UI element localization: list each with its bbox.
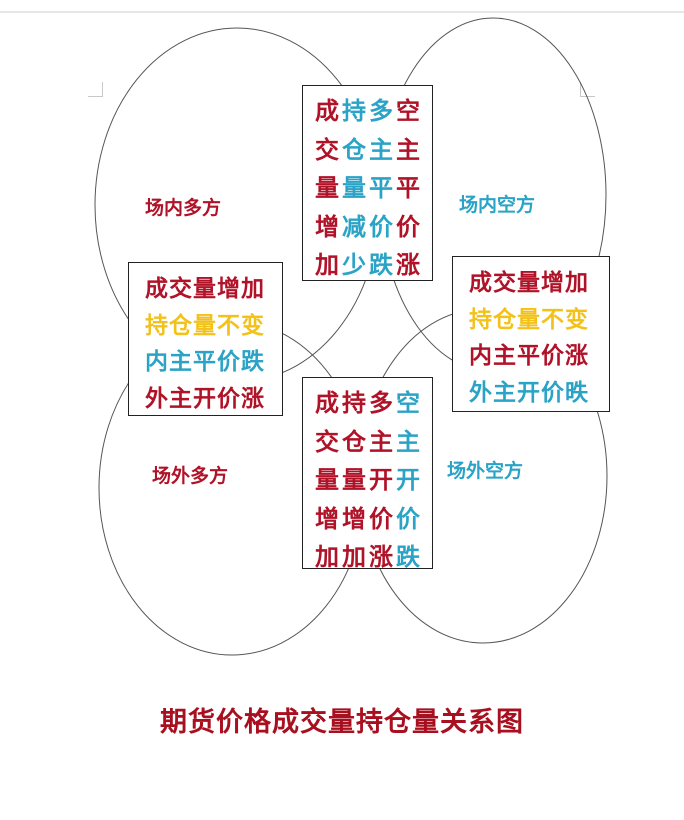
label-outer-long: 场外多方 — [152, 465, 229, 487]
column-char: 空 — [396, 97, 420, 125]
column-char: 多 — [369, 97, 393, 125]
column-char: 价 — [369, 212, 393, 241]
column-char: 主 — [369, 427, 393, 456]
bottom-relation-box: 成交量增加持仓量增加多主开价涨空主开价跌 — [302, 377, 433, 571]
column-char: 量 — [342, 174, 366, 202]
right-relation-box: 成交量增加持仓量不变内主平价涨外主开价昳 — [452, 256, 610, 412]
column-char: 涨 — [369, 543, 393, 571]
diagram-title: 期货价格成交量持仓量关系图 — [160, 707, 524, 738]
text-column: 多主开价涨 — [368, 384, 395, 571]
column-char: 量 — [342, 466, 366, 494]
page-corner-mark-left — [88, 82, 103, 97]
text-column: 空主平价涨 — [395, 92, 422, 280]
column-char: 主 — [396, 427, 420, 456]
left-relation-box: 成交量增加持仓量不变内主平价跌外主开价涨 — [128, 262, 283, 416]
column-char: 平 — [369, 174, 393, 202]
column-char: 加 — [315, 251, 339, 279]
column-char: 量 — [315, 174, 339, 202]
text-row: 成交量增加 — [469, 270, 589, 296]
column-char: 增 — [342, 504, 366, 533]
text-row: 持仓量不变 — [469, 306, 589, 333]
text-column: 成交量增加 — [314, 92, 341, 280]
column-char: 持 — [342, 97, 366, 125]
text-row: 持仓量不变 — [145, 312, 265, 339]
column-char: 交 — [315, 135, 339, 164]
column-char: 跌 — [396, 543, 420, 571]
column-char: 增 — [315, 504, 339, 533]
page-corner-mark-right — [580, 82, 595, 97]
column-char: 价 — [369, 504, 393, 533]
column-char: 成 — [315, 389, 339, 417]
column-char: 价 — [396, 212, 420, 241]
label-inner-short: 场内空方 — [459, 194, 536, 216]
column-char: 多 — [369, 389, 393, 417]
top-relation-box: 成交量增加持仓量减少多主平价跌空主平价涨 — [302, 85, 433, 281]
column-char: 量 — [315, 466, 339, 494]
column-char: 交 — [315, 427, 339, 456]
column-char: 价 — [396, 504, 420, 533]
text-column: 持仓量增加 — [341, 384, 368, 571]
column-char: 加 — [342, 543, 366, 571]
top-divider-line — [0, 11, 684, 13]
column-char: 仓 — [342, 427, 366, 456]
text-column: 成交量增加 — [314, 384, 341, 571]
column-char: 仓 — [342, 135, 366, 164]
text-row: 外主开价涨 — [145, 385, 265, 412]
text-column: 多主平价跌 — [368, 92, 395, 280]
column-char: 平 — [396, 174, 420, 202]
column-char: 主 — [369, 135, 393, 164]
text-column: 空主开价跌 — [395, 384, 422, 571]
column-char: 成 — [315, 97, 339, 125]
column-char: 跌 — [369, 251, 393, 279]
label-outer-short: 场外空方 — [447, 460, 524, 482]
column-char: 增 — [315, 212, 339, 241]
column-char: 加 — [315, 543, 339, 571]
column-char: 持 — [342, 389, 366, 417]
text-row: 外主开价昳 — [469, 379, 589, 406]
text-row: 内主平价跌 — [145, 349, 265, 375]
column-char: 涨 — [396, 251, 420, 279]
column-char: 空 — [396, 389, 420, 417]
label-inner-long: 场内多方 — [145, 197, 222, 219]
column-char: 主 — [396, 135, 420, 164]
column-char: 少 — [342, 251, 366, 279]
column-char: 开 — [396, 466, 420, 494]
column-char: 减 — [342, 212, 366, 241]
column-char: 开 — [369, 466, 393, 494]
text-row: 内主平价涨 — [469, 343, 589, 369]
text-row: 成交量增加 — [145, 276, 265, 302]
text-column: 持仓量减少 — [341, 92, 368, 280]
